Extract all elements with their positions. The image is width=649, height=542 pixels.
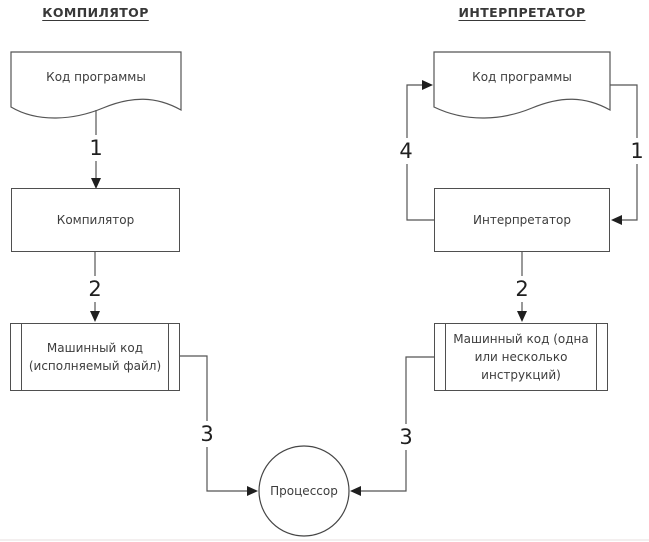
processor-circle-label: Процессор: [270, 484, 338, 498]
machine-box-side-bar: [445, 324, 446, 390]
compiler-source-code-document-label: Код программы: [46, 70, 146, 84]
step-label-interpreter-2: 2: [511, 276, 533, 302]
document-shape-interpreter: [433, 51, 611, 119]
interpreter-process-box: Интерпретатор: [434, 188, 610, 252]
arrowhead-compiler-step2: [90, 311, 100, 322]
step-label-interpreter-4: 4: [395, 138, 417, 164]
machine-box-side-bar: [21, 324, 22, 390]
compiler-process-box: Компилятор: [11, 188, 180, 252]
step-label-compiler-3: 3: [196, 421, 218, 447]
compiler-machine-code-box: Машинный код (исполняемый файл): [10, 323, 180, 391]
step-label-compiler-2: 2: [84, 276, 106, 302]
machine-box-side-bar: [168, 324, 169, 390]
compiler-machine-code-label: Машинный код (исполняемый файл): [28, 341, 162, 373]
interpreter-column-title: ИНТЕРПРЕТАТОР: [458, 5, 586, 20]
interpreter-machine-code-box: Машинный код (одна или несколько инструк…: [434, 323, 608, 391]
step-label-compiler-1: 1: [85, 135, 107, 161]
interpreter-process-box-label: Интерпретатор: [473, 213, 571, 227]
arrowhead-interpreter-step2: [517, 311, 527, 322]
bottom-edge-line: [0, 539, 649, 541]
compiler-process-box-label: Компилятор: [56, 213, 135, 227]
arrowhead-compiler-step3: [247, 486, 258, 496]
arrowhead-interpreter-step1: [611, 215, 622, 225]
arrowhead-interpreter-step3: [350, 486, 361, 496]
arrowhead-interpreter-step4: [422, 80, 433, 90]
machine-box-side-bar: [596, 324, 597, 390]
compiler-column-title: КОМПИЛЯТОР: [42, 5, 149, 20]
processor-circle: [258, 445, 350, 537]
interpreter-source-code-document-label: Код программы: [472, 70, 572, 84]
step-label-interpreter-3: 3: [395, 424, 417, 450]
interpreter-machine-code-label: Машинный код (одна или несколько инструк…: [453, 332, 589, 382]
step-label-interpreter-1: 1: [626, 138, 648, 164]
document-shape-compiler: [10, 51, 182, 119]
arrowhead-compiler-step1: [91, 178, 101, 189]
